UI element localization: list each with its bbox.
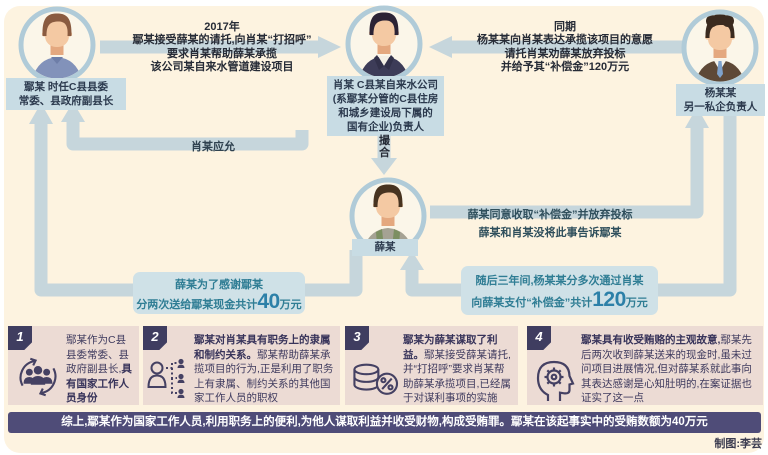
- label-yan: 鄢某 时任C县县委 常委、县政府副县长: [6, 78, 126, 110]
- analysis-2-text: 鄢某对肖某具有职务上的隶属和制约关系。: [194, 334, 331, 361]
- conclusion-bar: 综上,鄢某作为国家工作人员,利用职务上的便利,为他人谋取利益并收受财物,构成受贿…: [8, 412, 761, 433]
- analysis-card-1: 1 鄢某作为C县县委常委、县政府副县长,具有国家工作人员身份: [8, 326, 139, 405]
- credit-line: 制图:李芸: [714, 438, 762, 450]
- label-yang: 杨某某 另一私企负责人: [676, 84, 765, 116]
- hierarchy-icon: [146, 356, 192, 407]
- head-gear-icon: [533, 355, 577, 408]
- note-pay-40: 薛某为了感谢鄢某 分两次送给鄢某现金共计40万元: [133, 272, 305, 314]
- badge-3: 3: [345, 326, 369, 350]
- flow-request-2017: 2017年 鄢某接受薛某的请托,向肖某“打招呼” 要求肖某帮助薛某承揽 该公司某…: [132, 21, 312, 74]
- flow-request-same-period: 同期 杨某某向肖某表达承揽该项目的意愿 请托肖某劝薛某放弃投标 并给予其“补偿金…: [477, 21, 653, 74]
- coins-percent-icon: [350, 357, 400, 406]
- badge-2: 2: [143, 326, 167, 350]
- analysis-card-2: 2 鄢某对肖某具有职务上的隶属和制约关系。鄢某帮助薛某承揽项目的行为,正是利用了…: [143, 326, 340, 405]
- note-pay-120: 随后三年间,杨某某分多次通过肖某 向薛某支付“补偿金”共计120万元: [461, 266, 658, 315]
- analysis-3-text: 鄢某为薛某谋取了利益。: [403, 334, 498, 361]
- amount-120: 120: [592, 288, 626, 311]
- flow-xiao-agree: 肖某应允: [191, 141, 235, 153]
- people-circle-icon: [13, 352, 63, 407]
- amount-40: 40: [257, 290, 280, 313]
- label-xiao: 肖某 C县某自来水公司 (系鄢某分管的C县住房 和城乡建设局下属的 国有企业)负…: [327, 76, 444, 136]
- avatar-xiao: [344, 4, 424, 84]
- analysis-1-text: 鄢某作为C县县委常委、县政府副县长,: [66, 334, 129, 376]
- flow-xue-agree-line1: 薛某同意收取“补偿金”并放弃投标: [467, 209, 633, 221]
- label-yan-line1: 鄢某 时任C县县委: [24, 81, 108, 93]
- avatar-yan: [17, 5, 97, 85]
- flow-matchmake: 撮合: [379, 135, 390, 159]
- analysis-4-text: 鄢某具有收受贿赂的主观故意,: [581, 334, 721, 346]
- badge-4: 4: [527, 326, 551, 350]
- label-xue: 薛某: [352, 239, 418, 256]
- avatar-yang: [680, 8, 760, 88]
- flow-xue-agree-line2: 薛某和肖某没将此事告诉鄢某: [478, 227, 622, 239]
- label-yan-line2: 常委、县政府副县长: [18, 95, 114, 107]
- badge-1: 1: [8, 326, 32, 350]
- analysis-card-4: 4 鄢某具有收受贿赂的主观故意,鄢某先后两次收到薛某送来的现金时,虽未过问项目进…: [527, 326, 763, 405]
- analysis-card-3: 3 鄢某为薛某谋取了利益。鄢某接受薛某请托,并“打招呼”要求肖某帮助薛某承揽项目…: [345, 326, 518, 405]
